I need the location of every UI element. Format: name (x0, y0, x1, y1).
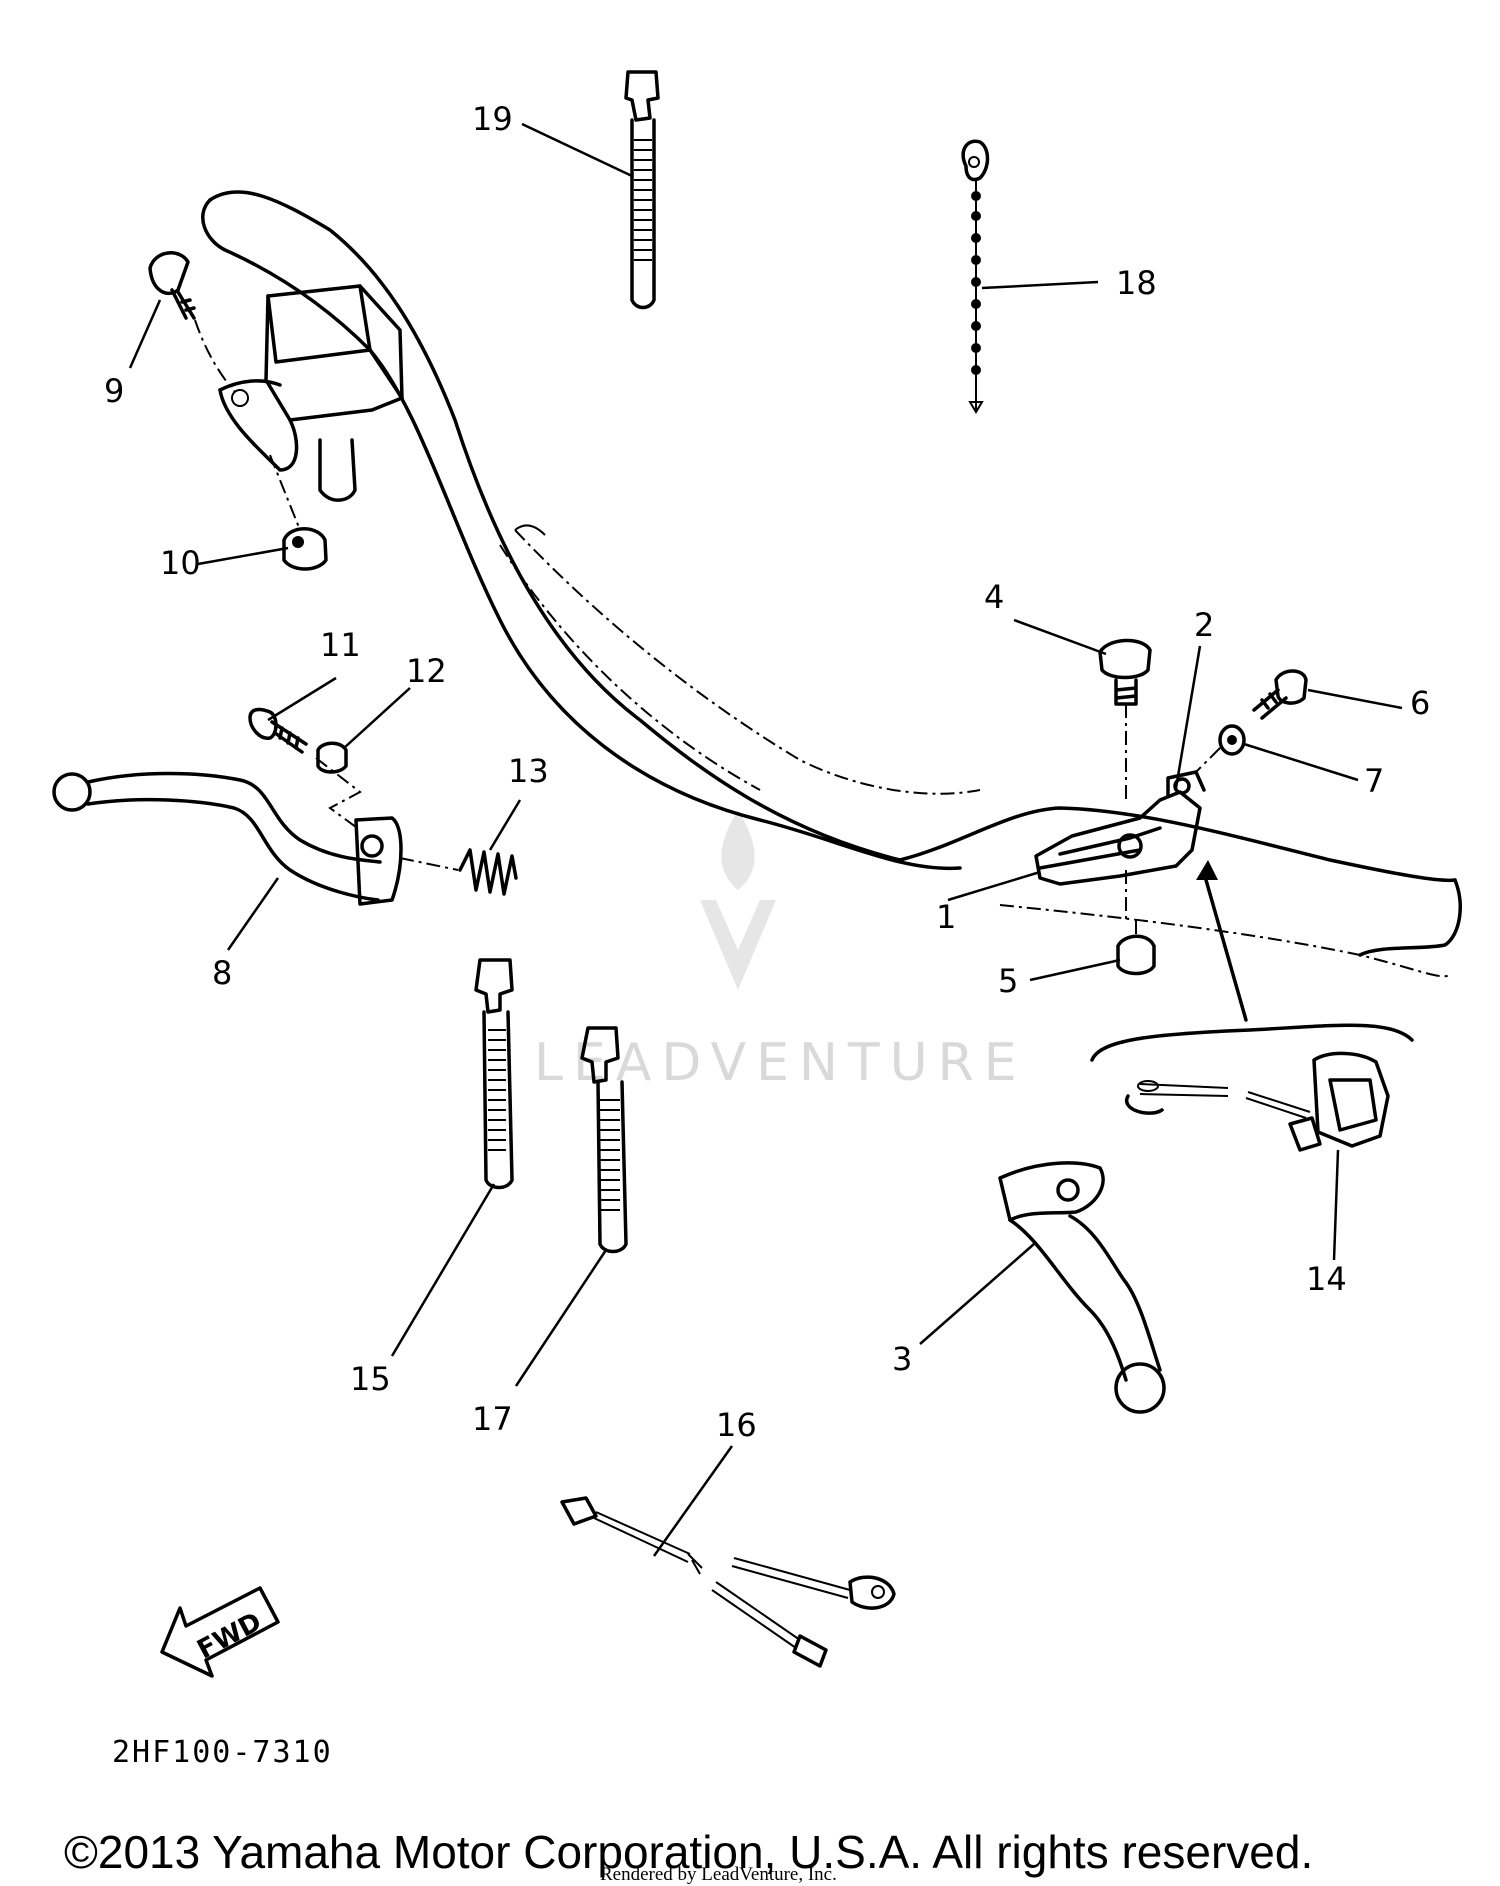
label-16: 16 (716, 1406, 757, 1444)
part-12-nut (316, 741, 348, 774)
part-9-bolt (148, 251, 196, 320)
label-3: 3 (892, 1340, 912, 1378)
label-6: 6 (1410, 684, 1430, 722)
part-labels: 1 2 3 4 5 6 7 8 9 10 11 12 13 14 15 16 1… (104, 100, 1430, 1444)
part-13-spring (399, 848, 518, 896)
part-16-wire-lead (560, 1496, 896, 1668)
fwd-arrow: FWD (160, 1586, 280, 1678)
label-11: 11 (320, 626, 361, 664)
label-5: 5 (998, 962, 1018, 1000)
part-19-cable-tie (624, 70, 660, 310)
part-17-cable-tie (580, 1026, 628, 1254)
watermark-text: LEADVENTURE (534, 1033, 1027, 1093)
part-7-washer (1195, 724, 1246, 773)
part-11-bolt (248, 707, 308, 754)
label-9: 9 (104, 372, 124, 410)
label-17: 17 (472, 1400, 513, 1438)
copyright-notice: ©2013 Yamaha Motor Corporation, U.S.A. A… (64, 1826, 1313, 1878)
part-4-bolt (1098, 638, 1152, 800)
label-1: 1 (936, 898, 956, 936)
switch-callout (1090, 860, 1414, 1062)
rendered-by-notice: Rendered by LeadVenture, Inc. (600, 1864, 837, 1885)
label-19: 19 (472, 100, 513, 138)
part-3-brake-lever (998, 1161, 1166, 1414)
part-15-cable-tie (474, 958, 514, 1190)
part-10-nut (282, 527, 328, 571)
watermark: LEADVENTURE (534, 810, 1027, 1093)
leader-lines (128, 122, 1403, 1557)
left-master-cylinder (194, 284, 404, 531)
part-1-lever-holder (1034, 770, 1206, 920)
part-14-switch (1124, 1051, 1390, 1152)
label-10: 10 (160, 544, 201, 582)
label-14: 14 (1306, 1260, 1347, 1298)
part-8-clutch-lever (52, 757, 403, 906)
label-4: 4 (984, 578, 1004, 616)
handlebar (201, 190, 1462, 978)
part-18-clip-chain (961, 139, 990, 414)
label-18: 18 (1116, 264, 1157, 302)
label-8: 8 (212, 954, 232, 992)
label-15: 15 (350, 1360, 391, 1398)
label-2: 2 (1194, 606, 1214, 644)
label-13: 13 (508, 752, 549, 790)
diagram-code: 2HF100-7310 (112, 1735, 333, 1770)
label-7: 7 (1364, 762, 1384, 800)
part-6-screw (1252, 669, 1308, 720)
label-12: 12 (406, 652, 447, 690)
part-5-nut (1116, 920, 1156, 976)
